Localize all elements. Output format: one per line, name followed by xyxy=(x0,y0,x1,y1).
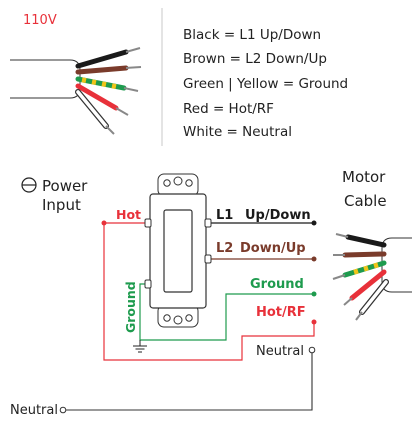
up-down-label: Up/Down xyxy=(245,208,311,223)
legend-item-brown: Brown = L2 Down/Up xyxy=(183,51,327,67)
motor-cable-label-1: Motor xyxy=(342,168,386,186)
power-input-label-1: Power xyxy=(42,177,88,195)
ground-label: Ground xyxy=(250,277,304,292)
hot-rf-label: Hot/RF xyxy=(256,305,306,320)
power-input-label-2: Input xyxy=(42,196,81,214)
neutral-terminal-right xyxy=(308,346,316,354)
neutral-wire xyxy=(66,352,313,411)
l2-label: L2 xyxy=(216,241,233,256)
ground-symbol-icon xyxy=(133,340,147,353)
legend-item-white: White = Neutral xyxy=(183,124,292,140)
color-legend: Black = L1 Up/Down Brown = L2 Down/Up Gr… xyxy=(183,27,348,140)
down-up-label: Down/Up xyxy=(240,241,306,256)
motor-cable-label-2: Cable xyxy=(344,192,387,210)
voltage-label: 110V xyxy=(23,13,57,28)
rocker-switch xyxy=(144,173,212,328)
neutral-label-bottom: Neutral xyxy=(10,403,58,418)
neutral-label-right: Neutral xyxy=(256,344,304,359)
neutral-terminal-bottom xyxy=(59,406,67,414)
ground-vertical-label: Ground xyxy=(123,281,138,333)
hot-label: Hot xyxy=(116,207,141,222)
motor-cable-illustration xyxy=(332,233,412,321)
legend-item-red: Red = Hot/RF xyxy=(183,101,274,117)
legend-item-black: Black = L1 Up/Down xyxy=(183,27,321,43)
cable-illustration-top xyxy=(10,47,142,135)
power-input-icon xyxy=(21,177,37,193)
ground-wire xyxy=(139,283,314,341)
l1-label: L1 xyxy=(216,208,233,223)
legend-item-ground: Green | Yellow = Ground xyxy=(183,76,348,92)
